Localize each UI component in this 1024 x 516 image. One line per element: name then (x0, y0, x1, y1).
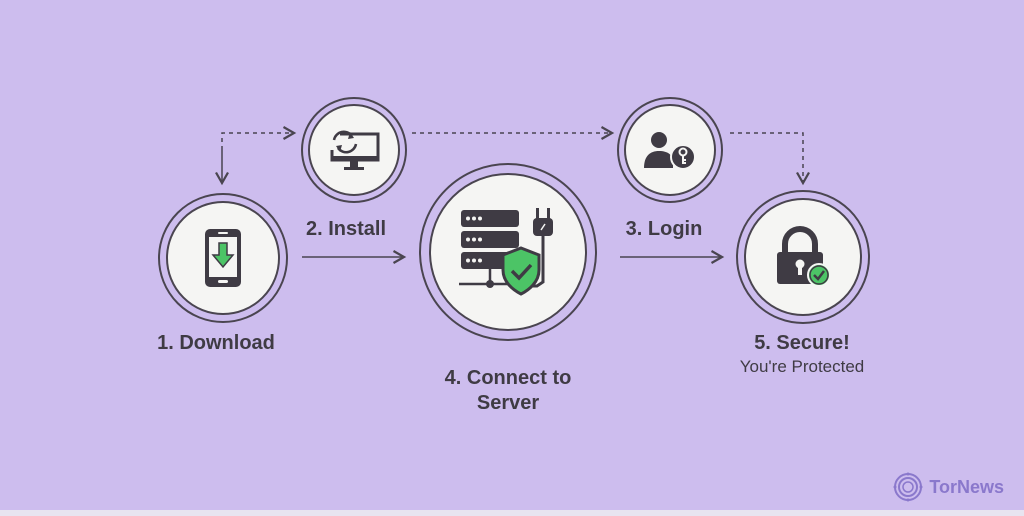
monitor-sync-icon (330, 130, 380, 170)
step-download-label: 1. Download (157, 332, 275, 354)
step-secure-node (736, 190, 870, 324)
step-download-node (158, 193, 288, 323)
step-connect-node (419, 163, 597, 341)
step-login-label: 3. Login (625, 218, 703, 240)
bottom-strip (0, 510, 1024, 516)
step-connect-label-line2: Server (476, 392, 540, 414)
step-login-node (617, 97, 723, 203)
step-install-label: 2. Install (305, 218, 387, 240)
dashed-arrow-download-install (221, 126, 297, 182)
server-shield-plug-icon (459, 208, 553, 296)
phone-download-icon (205, 229, 241, 287)
step-secure-label: 5. Secure! (754, 332, 850, 354)
brand-name: TorNews (929, 476, 1004, 497)
dashed-arrow-login-secure (730, 132, 810, 186)
user-key-icon (644, 132, 696, 170)
brand-watermark: TorNews (893, 472, 1004, 502)
tornews-logo-icon (893, 472, 923, 502)
step-secure-sublabel: You're Protected (739, 357, 865, 376)
padlock-check-icon (777, 226, 831, 287)
step-connect-label: 4. Connect to (444, 367, 572, 389)
step-install-node (301, 97, 407, 203)
